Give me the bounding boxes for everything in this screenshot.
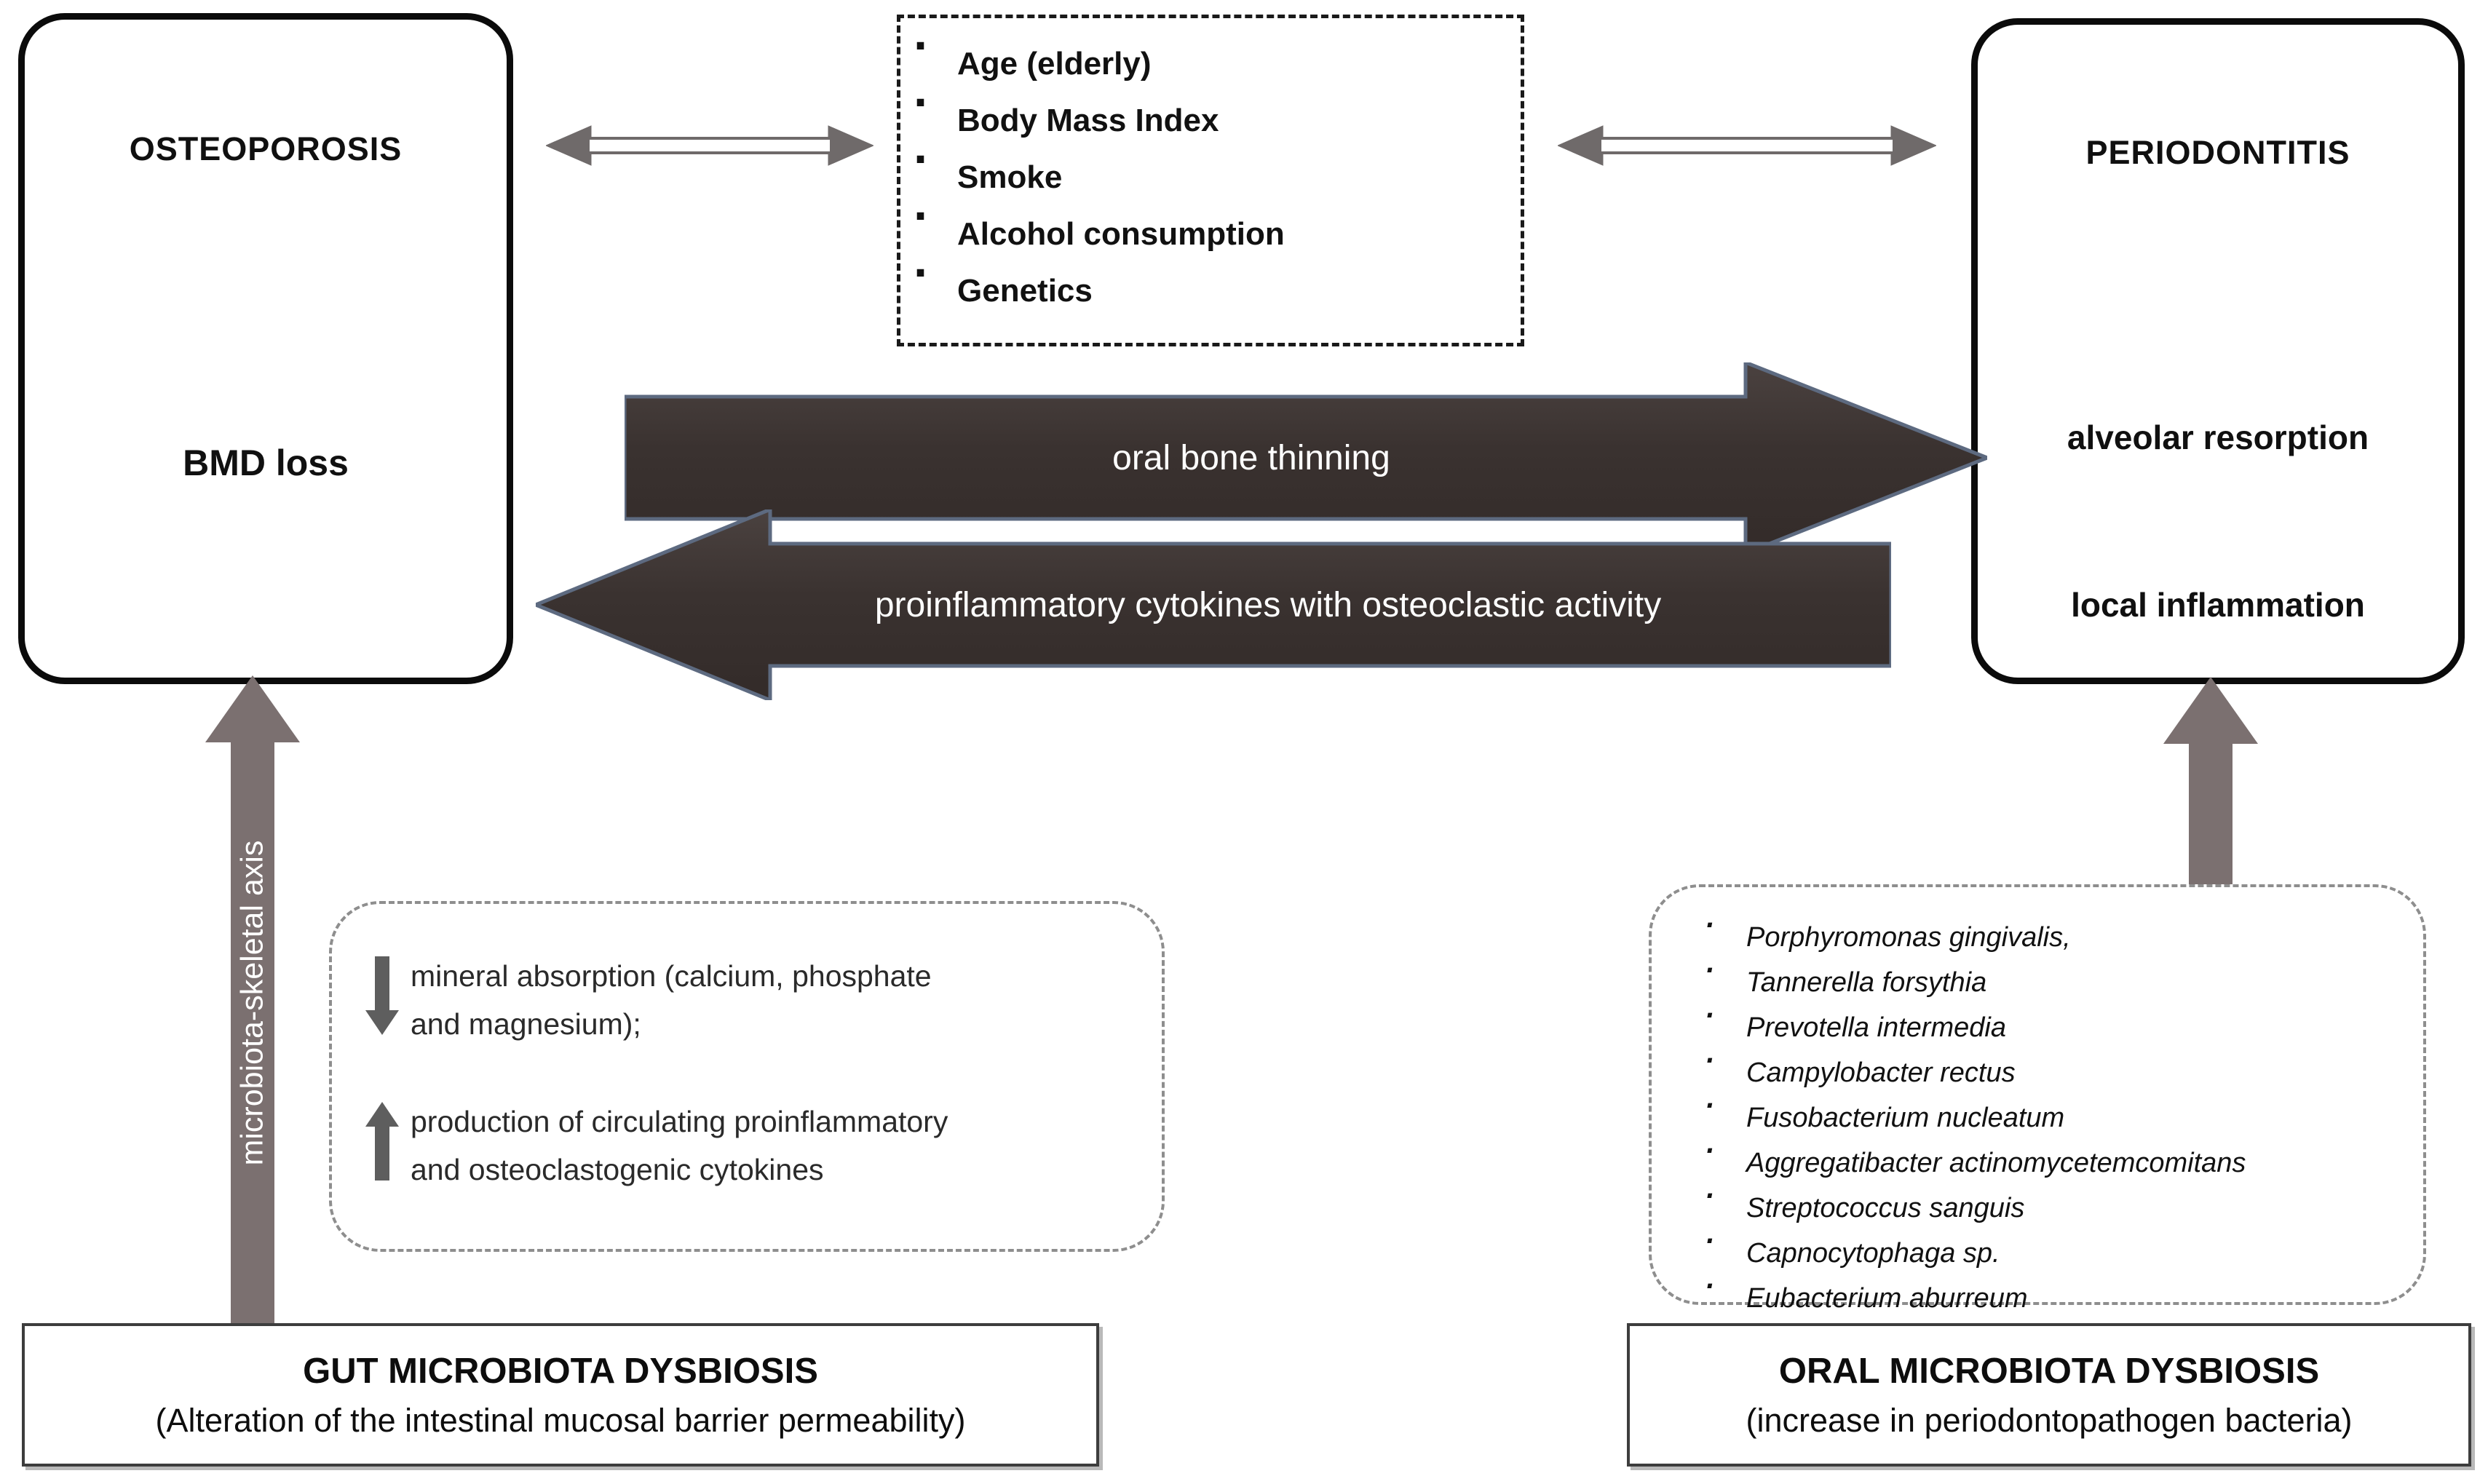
mineral-absorption-text: mineral absorption (calcium, phosphate a…	[411, 952, 932, 1048]
microbiota-skeletal-axis-label: microbiota-skeletal axis	[234, 840, 270, 1166]
bacteria-item: Prevotella intermedia	[1689, 992, 2423, 1050]
periodontitis-box: PERIODONTITIS alveolar resorption local …	[1971, 18, 2465, 684]
bacteria-item: Campylobacter rectus	[1689, 1037, 2423, 1095]
osteoporosis-riskfactors-connector	[544, 116, 875, 175]
mineral-absorption-line-1: mineral absorption (calcium, phosphate	[411, 959, 932, 993]
risk-factor-item: Smoke	[900, 135, 1521, 206]
risk-factor-item: Genetics	[900, 248, 1521, 320]
risk-factors-list: Age (elderly) Body Mass Index Smoke Alco…	[900, 21, 1521, 320]
mineral-absorption-note: mineral absorption (calcium, phosphate a…	[365, 952, 1137, 1048]
osteoporosis-title: OSTEOPOROSIS	[129, 130, 403, 167]
oral-bacteria-box: Porphyromonas gingivalis, Tannerella for…	[1649, 884, 2426, 1314]
microbiota-skeletal-axis-arrow: microbiota-skeletal axis	[205, 675, 300, 1330]
bacteria-item: Capnocytophaga sp.	[1689, 1218, 2423, 1276]
gut-dysbiosis-subtitle: (Alteration of the intestinal mucosal ba…	[155, 1401, 966, 1439]
cytokine-production-line-2: and osteoclastogenic cytokines	[411, 1153, 824, 1186]
osteoporosis-box: OSTEOPOROSIS BMD loss	[18, 13, 513, 684]
risk-factor-item: Age (elderly)	[900, 21, 1521, 92]
bacteria-item: Porphyromonas gingivalis,	[1689, 902, 2423, 960]
gut-effects-box	[329, 901, 1165, 1252]
bacteria-item: Aggregatibacter actinomycetemcomitans	[1689, 1127, 2423, 1186]
periodontitis-alveolar-resorption: alveolar resorption	[2067, 418, 2369, 456]
bacteria-item: Eubacterium aburreum	[1689, 1263, 2423, 1321]
oral-dysbiosis-title: ORAL MICROBIOTA DYSBIOSIS	[1778, 1351, 2320, 1391]
mineral-absorption-line-2: and magnesium);	[411, 1007, 641, 1041]
bacteria-item: Streptococcus sanguis	[1689, 1172, 2423, 1231]
risk-factor-item: Body Mass Index	[900, 78, 1521, 149]
bacteria-item: Fusobacterium nucleatum	[1689, 1082, 2423, 1140]
cytokine-production-text: production of circulating proinflammator…	[411, 1098, 948, 1194]
oral-dysbiosis-to-periodontitis-arrow	[2163, 677, 2258, 889]
oral-microbiota-dysbiosis-box: ORAL MICROBIOTA DYSBIOSIS (increase in p…	[1627, 1323, 2471, 1467]
gut-dysbiosis-title: GUT MICROBIOTA DYSBIOSIS	[303, 1351, 818, 1391]
cytokine-production-line-1: production of circulating proinflammator…	[411, 1105, 948, 1138]
arrow-up-icon	[365, 1098, 408, 1184]
periodontitis-local-inflammation: local inflammation	[2071, 586, 2365, 624]
periodontitis-title: PERIODONTITIS	[2085, 134, 2350, 171]
gut-microbiota-dysbiosis-box: GUT MICROBIOTA DYSBIOSIS (Alteration of …	[22, 1323, 1099, 1467]
risk-factor-item: Alcohol consumption	[900, 191, 1521, 263]
osteoporosis-bmd-loss: BMD loss	[183, 443, 349, 483]
arrow-down-icon	[365, 952, 408, 1039]
oral-dysbiosis-subtitle: (increase in periodontopathogen bacteria…	[1746, 1401, 2353, 1439]
risk-factors-box: Age (elderly) Body Mass Index Smoke Alco…	[897, 15, 1524, 346]
cytokine-production-note: production of circulating proinflammator…	[365, 1098, 1137, 1194]
bacteria-item: Tannerella forsythia	[1689, 947, 2423, 1005]
oral-bacteria-list: Porphyromonas gingivalis, Tannerella for…	[1689, 902, 2423, 1321]
proinflammatory-cytokines-arrow: proinflammatory cytokines with osteoclas…	[531, 507, 1893, 703]
riskfactors-periodontitis-connector	[1556, 116, 1938, 175]
